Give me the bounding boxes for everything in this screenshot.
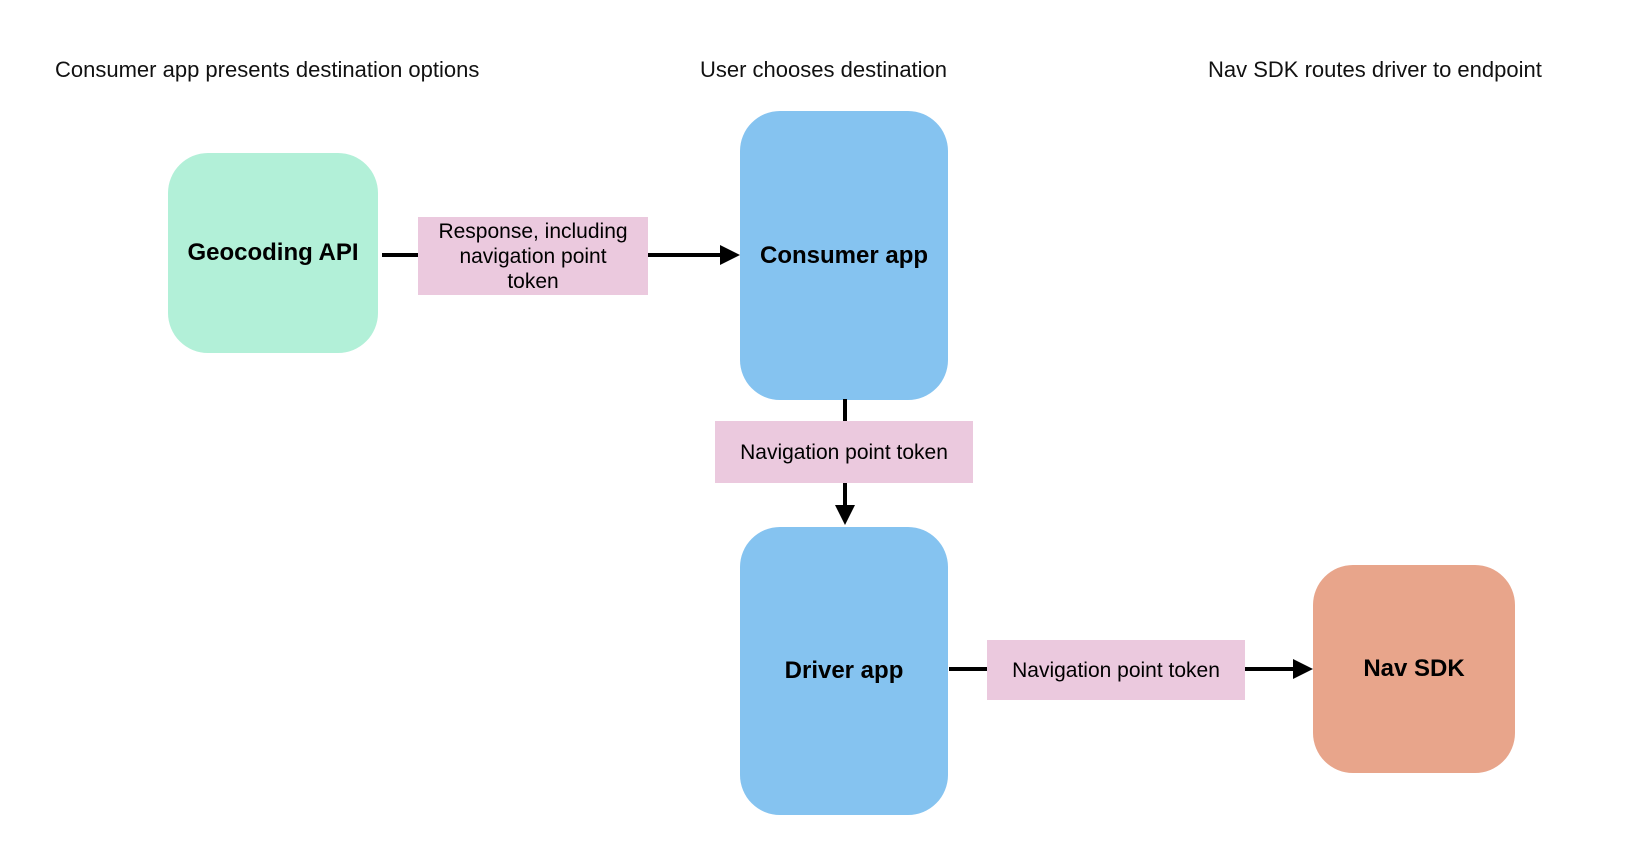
column-header-consumer-presents: Consumer app presents destination option… — [55, 57, 480, 82]
node-consumer-app: Consumer app — [740, 111, 948, 400]
node-geocoding-api: Geocoding API — [168, 153, 378, 353]
arrowhead-right-icon — [1293, 659, 1313, 679]
node-label-driver-app: Driver app — [784, 657, 904, 684]
arrow-line-label-to-navsdk — [1245, 667, 1295, 671]
node-nav-sdk: Nav SDK — [1313, 565, 1515, 773]
edge-label-navigation-point-token-vertical: Navigation point token — [715, 421, 973, 483]
arrow-line-label-to-consumer — [648, 253, 722, 257]
arrow-line-driver-to-label — [949, 667, 987, 671]
arrow-line-geocoding-to-label — [382, 253, 418, 257]
arrow-line-consumer-to-label — [843, 399, 847, 423]
node-driver-app: Driver app — [740, 527, 948, 815]
edge-label-navigation-point-token-horizontal: Navigation point token — [987, 640, 1245, 700]
edge-label-response-including-token: Response, including navigation point tok… — [418, 217, 648, 295]
arrow-line-label-to-driver — [843, 483, 847, 507]
arrowhead-down-icon — [835, 505, 855, 525]
node-label-geocoding-api: Geocoding API — [187, 239, 359, 266]
arrowhead-right-icon — [720, 245, 740, 265]
node-label-nav-sdk: Nav SDK — [1363, 655, 1465, 682]
column-header-user-chooses: User chooses destination — [700, 57, 948, 82]
column-header-navsdk-routes: Nav SDK routes driver to endpoint — [1208, 57, 1542, 82]
node-label-consumer-app: Consumer app — [759, 241, 929, 269]
